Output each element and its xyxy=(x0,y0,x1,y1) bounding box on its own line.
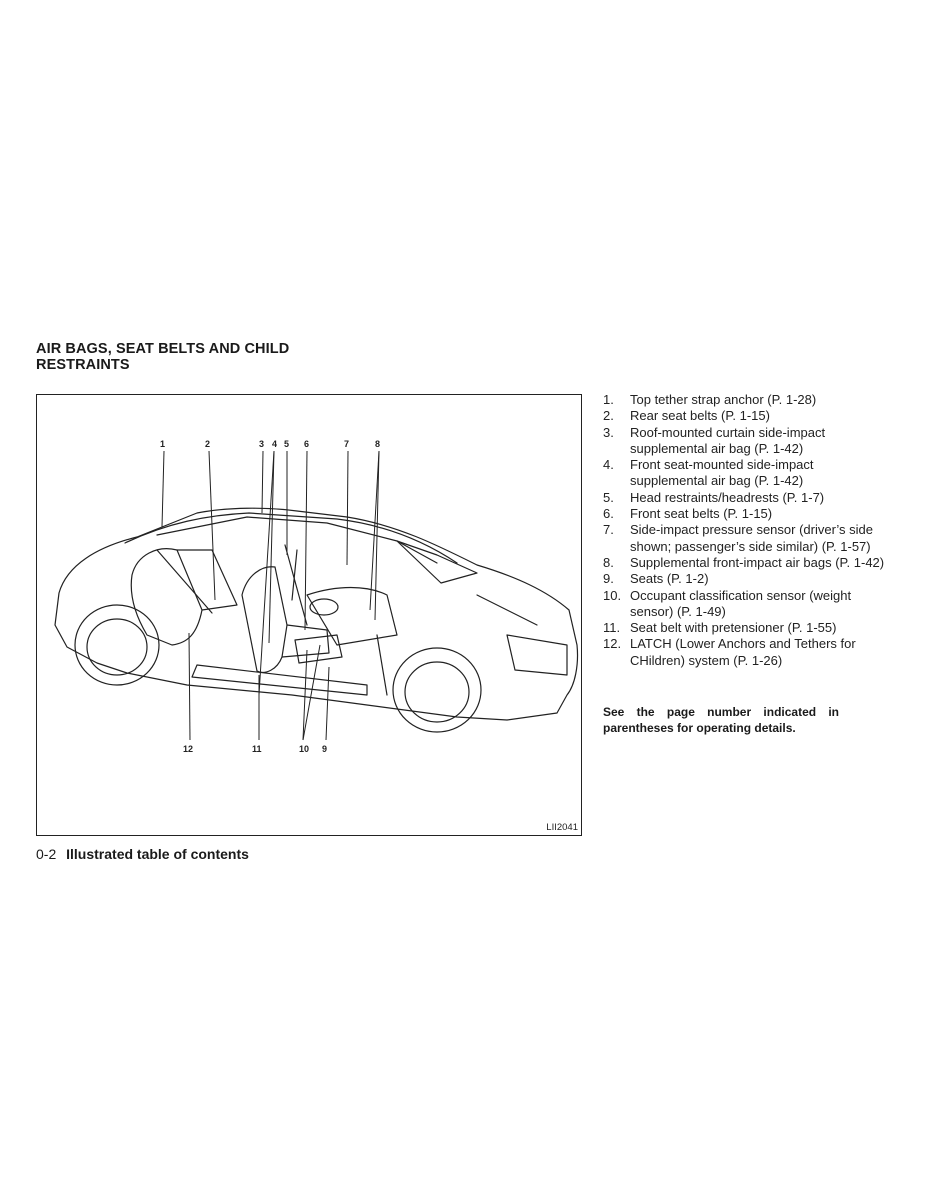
callout-8: 8 xyxy=(375,439,380,449)
list-item: 4.Front seat-mounted side-impact supplem… xyxy=(603,457,814,489)
figure-id: LII2041 xyxy=(546,822,578,833)
operating-details-note: See the page number indicated in parenth… xyxy=(603,705,839,735)
list-item: 8.Supplemental front-impact air bags (P.… xyxy=(603,554,885,570)
footer-section-title: Illustrated table of contents xyxy=(66,846,249,862)
list-item: 9.Seats (P. 1-2) xyxy=(603,571,709,587)
callout-10: 10 xyxy=(299,744,309,754)
callout-4: 4 xyxy=(272,439,277,449)
list-item: 10.Occupant classification sensor (weigh… xyxy=(603,587,852,619)
list-item: 7.Side-impact pressure sensor (driver’s … xyxy=(603,522,874,554)
component-list: 1.Top tether strap anchor (P. 1-28) 2.Re… xyxy=(603,392,893,669)
page-footer: 0-2 Illustrated table of contents xyxy=(36,846,249,862)
list-item: 11.Seat belt with pretensioner (P. 1-55) xyxy=(603,620,837,636)
car-cutaway-drawing: 1 2 3 4 5 6 7 8 12 11 10 9 xyxy=(54,439,579,754)
callout-5: 5 xyxy=(284,439,289,449)
list-item: 2.Rear seat belts (P. 1-15) xyxy=(603,408,770,424)
callout-9: 9 xyxy=(322,744,327,754)
section-title: AIR BAGS, SEAT BELTS AND CHILD RESTRAINT… xyxy=(36,341,290,373)
list-item: 1.Top tether strap anchor (P. 1-28) xyxy=(603,392,817,407)
list-item: 3.Roof-mounted curtain side-impact suppl… xyxy=(603,424,826,456)
callout-6: 6 xyxy=(304,439,309,449)
list-item: 6.Front seat belts (P. 1-15) xyxy=(603,506,773,522)
callout-11: 11 xyxy=(252,744,262,754)
callout-12: 12 xyxy=(183,744,193,754)
callout-1: 1 xyxy=(160,439,165,449)
car-interior-illustration: 1 2 3 4 5 6 7 8 12 11 10 9 LII2041 xyxy=(36,394,582,836)
page-number: 0-2 xyxy=(36,846,57,862)
callout-7: 7 xyxy=(344,439,349,449)
list-item: 12.LATCH (Lower Anchors and Tethers for … xyxy=(603,636,856,668)
callout-2: 2 xyxy=(205,439,210,449)
list-item: 5.Head restraints/headrests (P. 1-7) xyxy=(603,489,825,505)
callout-3: 3 xyxy=(259,439,264,449)
